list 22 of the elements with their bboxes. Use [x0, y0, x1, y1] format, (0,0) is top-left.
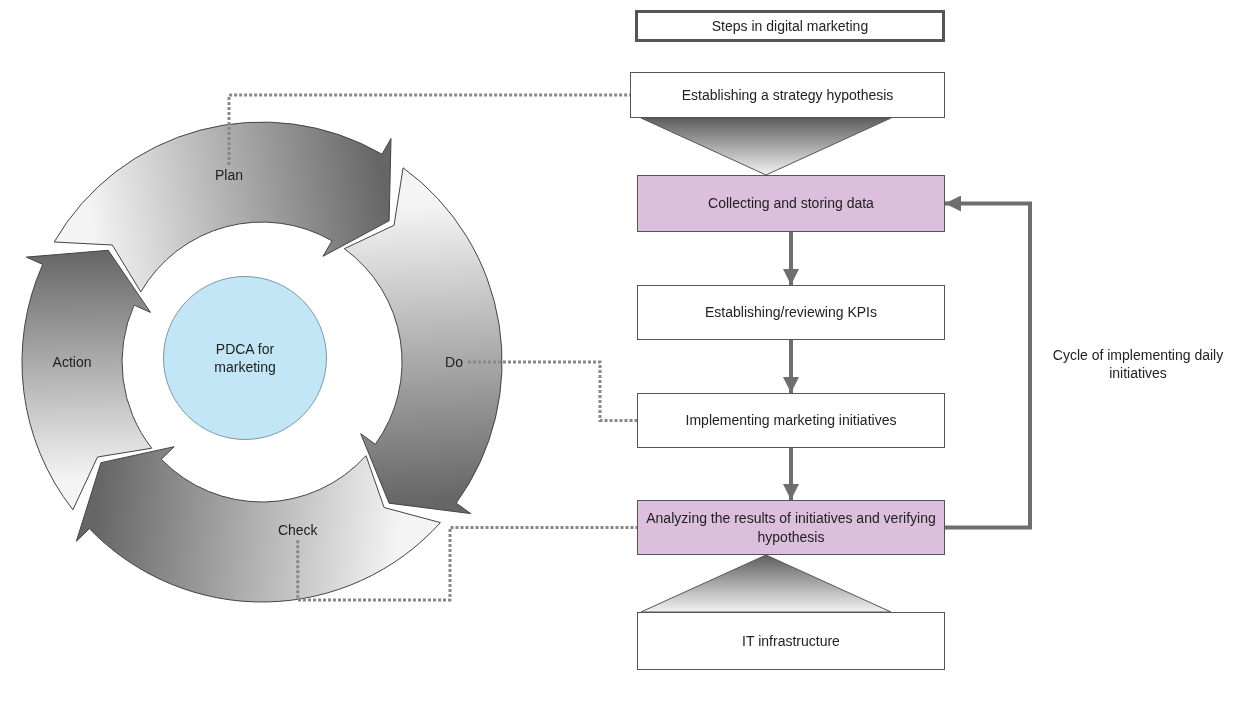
arrow: [945, 195, 1032, 530]
process-box: Establishing/reviewing KPIs: [637, 285, 945, 340]
process-box: Implementing marketing initiatives: [637, 393, 945, 448]
arrow: [783, 340, 799, 393]
dotted-connector: [227, 93, 630, 165]
arrow: [783, 232, 799, 285]
arrow-label: Do: [445, 354, 463, 370]
chevron-arrow: [640, 554, 892, 613]
title-box: Steps in digital marketing: [635, 10, 945, 42]
arrow-label: Action: [52, 354, 92, 370]
highlighted-process-box: Analyzing the results of initiatives and verifying hypothesis: [637, 500, 945, 555]
arrow-label: Plan: [215, 166, 243, 183]
process-box: IT infrastructure: [637, 612, 945, 670]
arrow-label: Check: [277, 522, 318, 539]
center-circle: PDCA for marketing: [163, 276, 327, 440]
highlighted-process-box: Collecting and storing data: [637, 175, 945, 232]
edge-label: Cycle of implementing daily initiatives: [1051, 345, 1225, 382]
process-box: Establishing a strategy hypothesis: [630, 72, 945, 118]
dotted-connector: [468, 360, 637, 422]
dotted-connector: [296, 526, 637, 602]
chevron-arrow: [640, 117, 892, 176]
arrow: [783, 448, 799, 500]
